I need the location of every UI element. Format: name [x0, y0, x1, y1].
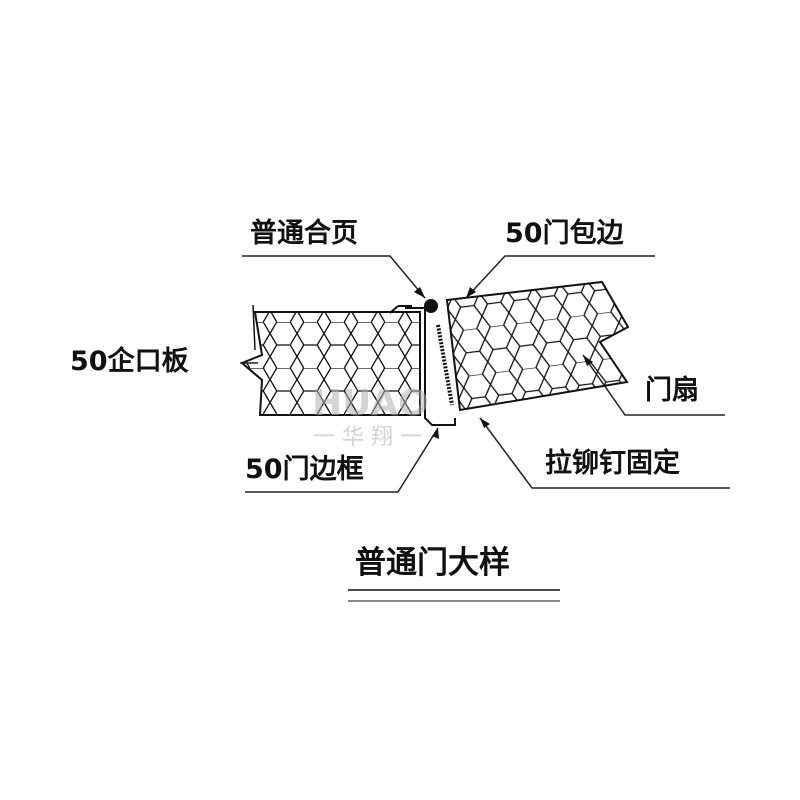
- hinge-icon: [424, 299, 438, 313]
- label-panel: 50企口板: [70, 346, 189, 377]
- watermark-logo: HUAO 一 华 翔 一: [312, 383, 429, 450]
- label-door-frame: 50门边框: [245, 454, 364, 485]
- label-rivet: 拉铆钉固定: [545, 448, 680, 479]
- svg-text:HUAO: HUAO: [312, 383, 429, 424]
- svg-text:一 华 翔 一: 一 华 翔 一: [313, 425, 422, 450]
- tongue-groove-panel: [240, 304, 421, 416]
- diagram-title: 普通门大样: [355, 545, 510, 581]
- label-hinge: 普通合页: [250, 218, 358, 249]
- label-door-edge: 50门包边: [505, 218, 624, 249]
- leader-lines: [240, 255, 730, 493]
- door-leaf-panel: [436, 280, 630, 412]
- arrowheads: [414, 287, 593, 439]
- door-frame-profile: [389, 305, 456, 426]
- label-door-leaf: 门扇: [645, 375, 699, 406]
